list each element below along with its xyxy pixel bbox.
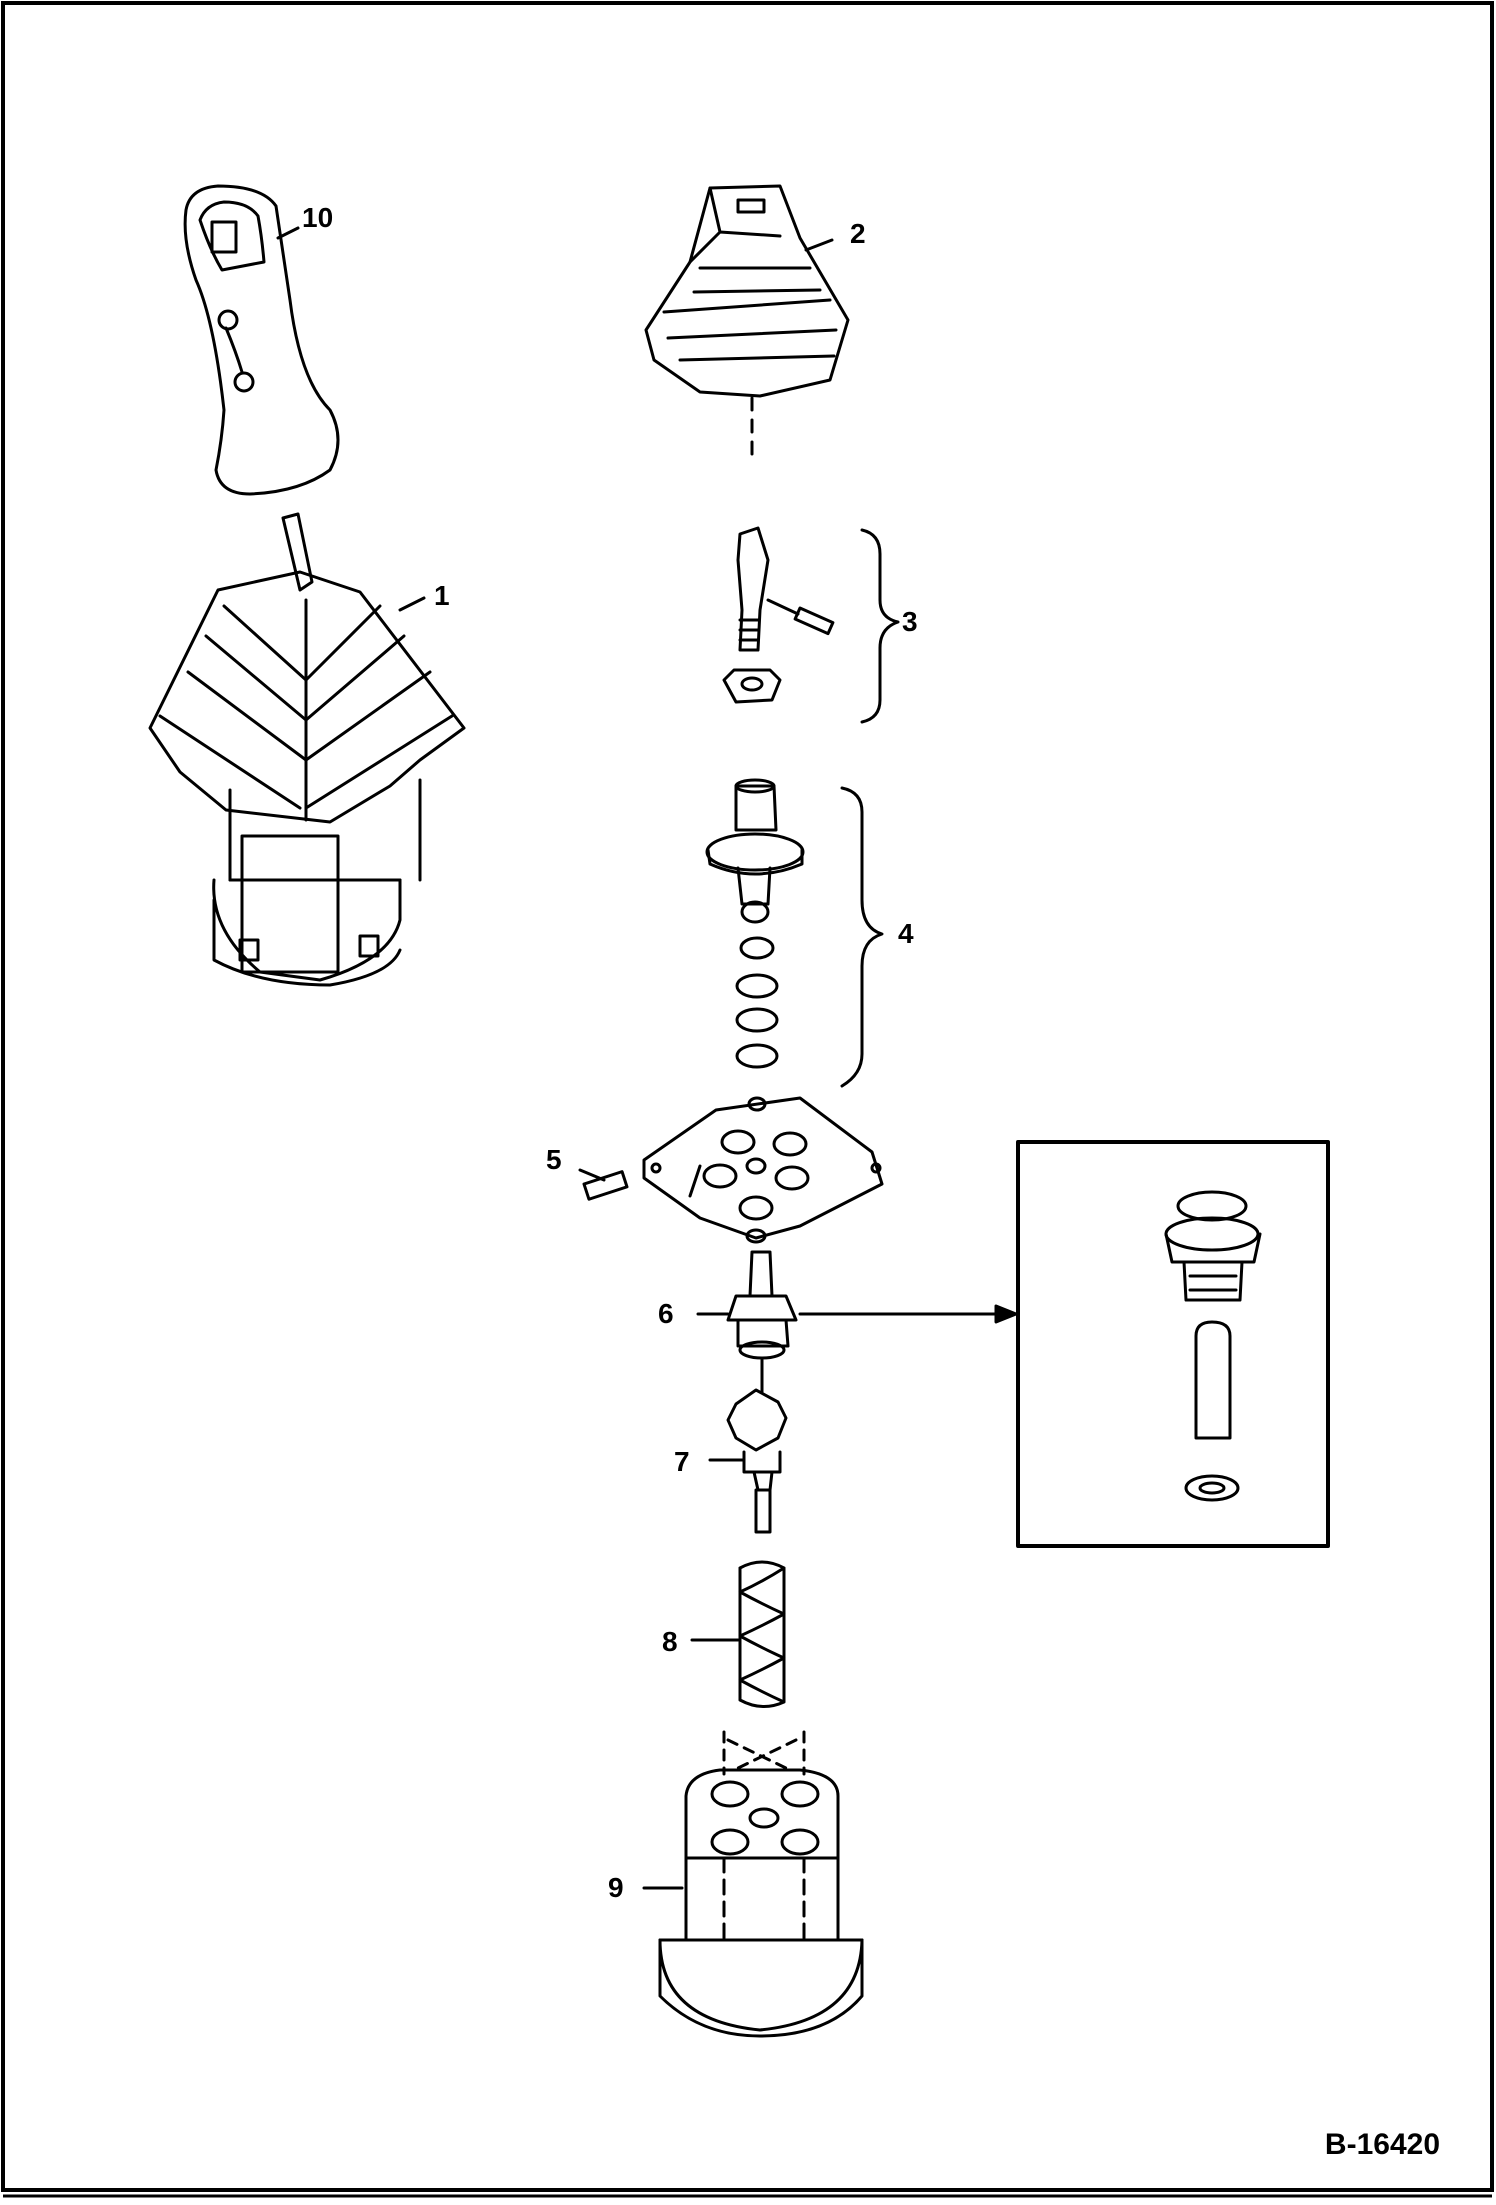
- callout-10: 10: [302, 202, 334, 233]
- callout-4: 4: [898, 918, 914, 949]
- part-2-small-boot: [644, 184, 850, 458]
- callout-3: 3: [902, 606, 918, 637]
- part-10-handle: [183, 184, 340, 496]
- callout-7: 7: [674, 1446, 690, 1477]
- callout-6: 6: [658, 1298, 674, 1329]
- detail-inset: [1016, 1140, 1330, 1548]
- part-5-pin: [578, 1168, 629, 1201]
- part-7-spool: [708, 1388, 788, 1534]
- drawing-number: B-16420: [1324, 2128, 1440, 2161]
- part-3-lever-group: [722, 526, 900, 724]
- plate: [642, 1096, 884, 1244]
- callout-5: 5: [546, 1144, 562, 1175]
- callout-2: 2: [850, 218, 866, 249]
- part-6-plug: [696, 1250, 798, 1394]
- callout-8: 8: [662, 1626, 678, 1657]
- part-9-housing: [642, 1730, 864, 2038]
- part-4-piston-group: [705, 778, 884, 1088]
- part-8-spring: [690, 1560, 786, 1708]
- callout-9: 9: [608, 1872, 624, 1903]
- detail-arrow: [798, 1304, 1018, 1324]
- part-1-boot-assembly: [148, 512, 466, 987]
- callout-1: 1: [434, 580, 450, 611]
